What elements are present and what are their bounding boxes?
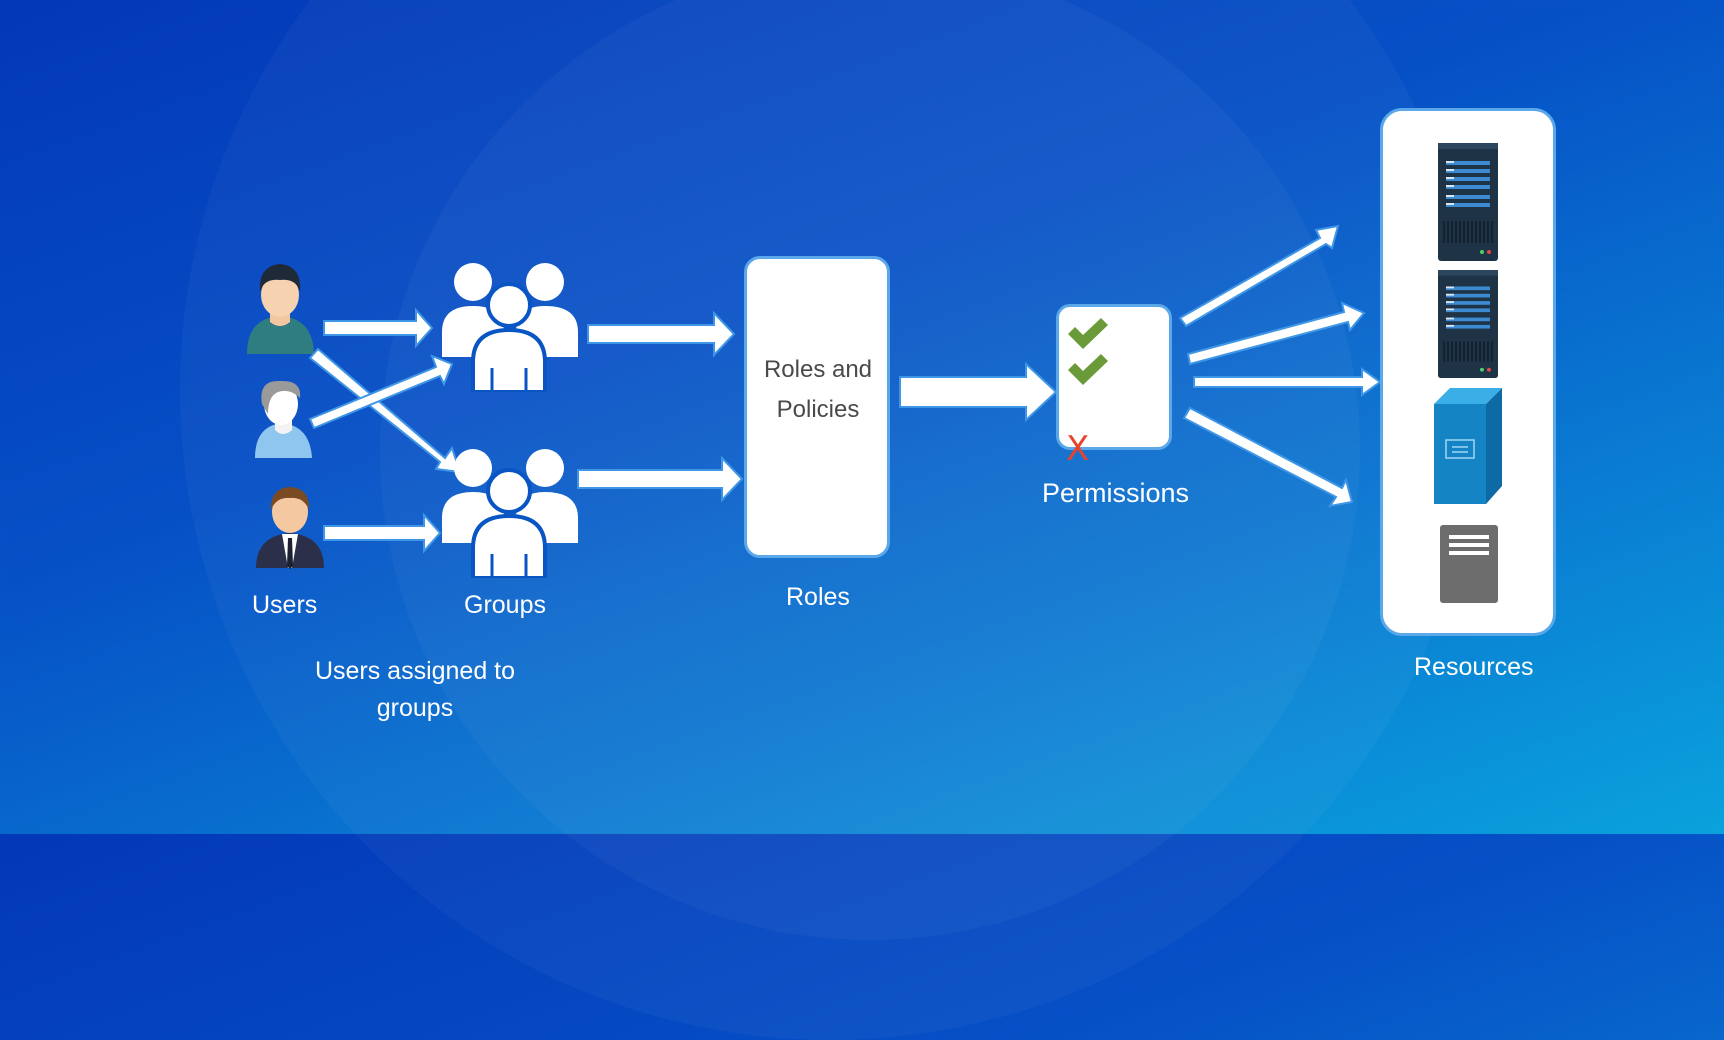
user-teal-shirt-icon (247, 264, 314, 354)
arrow-perm-resource3 (1193, 367, 1382, 397)
arrow-user2-group1 (308, 354, 454, 430)
users-label: Users (252, 591, 318, 619)
arrow-user3-group2 (323, 512, 442, 554)
arrow-user1-group1 (323, 307, 434, 349)
arrow-perm-resource1 (1178, 224, 1340, 328)
group-icon-2 (440, 448, 580, 578)
arrow-perm-resource2 (1186, 301, 1366, 366)
deny-x-mark: X (1066, 429, 1090, 469)
resources-label: Resources (1414, 653, 1534, 681)
roles-policies-box (744, 256, 890, 558)
checkmark-icon (1068, 318, 1108, 349)
arrow-group1-roles (587, 310, 736, 358)
user-gray-hair-icon (255, 380, 312, 458)
arrow-roles-permissions (899, 361, 1058, 423)
users-assigned-caption: Users assigned to groups (314, 657, 516, 722)
server-rack-icon (1438, 143, 1498, 261)
permissions-label: Permissions (1042, 478, 1190, 508)
diagram-canvas (247, 224, 1382, 578)
storage-cube-icon (1434, 388, 1502, 504)
server-rack-icon (1438, 270, 1498, 378)
arrow-perm-resource4 (1182, 406, 1354, 508)
arrow-user1-group2 (308, 347, 462, 474)
user-business-suit-icon (256, 487, 324, 569)
roles-label: Roles (786, 583, 850, 611)
groups-label: Groups (464, 591, 546, 619)
arrow-group2-roles (577, 455, 744, 503)
checkmark-icon (1068, 354, 1108, 385)
roles-policies-text: Roles and Policies (763, 356, 873, 423)
document-server-icon (1440, 525, 1498, 603)
group-icon-1 (440, 262, 580, 392)
